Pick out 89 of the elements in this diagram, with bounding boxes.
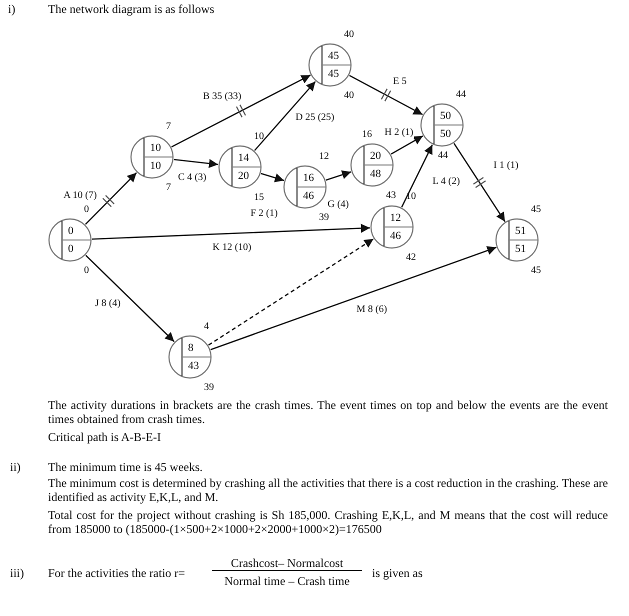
event-time: 20 — [238, 170, 249, 182]
event-time: 10 — [254, 131, 264, 142]
edge-label: A 10 (7) — [62, 190, 98, 201]
list-marker: iii) — [10, 566, 24, 580]
edge-label: C 4 (3) — [177, 172, 208, 183]
edge-label: M 8 (6) — [356, 304, 388, 315]
arrow — [401, 144, 433, 208]
event-circle — [218, 145, 262, 189]
event-time: 51 — [515, 225, 526, 237]
event-time: 46 — [303, 190, 314, 202]
event-time: 16 — [362, 129, 372, 140]
event-time: 44 — [456, 89, 466, 100]
edge-label: L 4 (2) — [432, 176, 461, 187]
event-time: 20 — [370, 150, 381, 162]
arrow — [260, 172, 284, 182]
dashed-arrow — [208, 238, 374, 346]
edge-label: D 25 (25) — [294, 112, 336, 123]
edge-label: E 5 — [392, 76, 408, 87]
event-circle — [168, 335, 212, 379]
event-time: 42 — [406, 252, 416, 263]
text: Total cost for the project without crashing is Sh 185,000. Crashing E,K,L, and M means that the cost will reduce from 185000 to (185000-(1×500+2×1000+2×2000+1000×2)=176500 — [48, 508, 608, 536]
event-time: 43 — [188, 360, 199, 372]
event-circle — [130, 135, 174, 179]
event-time: 40 — [344, 29, 354, 40]
arrow — [92, 224, 370, 240]
edge-label: G (4) — [326, 199, 350, 210]
text: Critical path is A-B-E-I — [48, 430, 161, 444]
text: For the activities the ratio r= — [48, 566, 186, 580]
arrow — [390, 135, 424, 155]
text: is given as — [372, 566, 423, 580]
event-time: 48 — [370, 168, 381, 180]
arrow — [174, 158, 218, 168]
event-circle — [308, 43, 352, 87]
edge-label: J 8 (4) — [94, 298, 122, 309]
arrow — [171, 74, 311, 148]
fraction-numerator: Crashcost– Normalcost — [212, 556, 362, 571]
arrow — [453, 143, 506, 222]
event-circle — [48, 218, 92, 262]
event-circle — [350, 143, 394, 187]
text: The network diagram is as follows — [48, 2, 214, 16]
event-time: 4 — [204, 321, 209, 332]
list-marker: i) — [8, 2, 16, 16]
event-time: 14 — [238, 152, 249, 164]
event-time: 51 — [515, 243, 526, 255]
event-time: 10 — [150, 160, 161, 172]
arrow — [210, 246, 497, 350]
event-time: 45 — [328, 68, 339, 80]
edge-label: I 1 (1) — [492, 160, 520, 171]
event-time: 50 — [440, 110, 451, 122]
event-time: 0 — [68, 225, 74, 237]
event-circle — [370, 205, 414, 249]
text: The activity durations in brackets are the crash times. The event times on top and below the events are the event times obtained from crash times. — [48, 398, 608, 426]
arrow — [85, 254, 175, 342]
event-time: 39 — [319, 212, 329, 223]
event-time: 43 — [386, 190, 396, 201]
event-time: 12 — [390, 212, 401, 224]
event-time: 7 — [166, 182, 171, 193]
event-time: 0 — [84, 265, 89, 276]
event-time: 7 — [166, 121, 171, 132]
event-time: 45 — [531, 265, 541, 276]
fraction-denominator: Normal time – Crash time — [223, 574, 351, 588]
event-time: 0 — [68, 243, 74, 255]
event-time: 39 — [204, 382, 214, 393]
event-time: 16 — [303, 172, 314, 184]
text: The minimum time is 45 weeks. — [48, 460, 203, 474]
event-time: 12 — [319, 151, 329, 162]
event-time: 45 — [328, 50, 339, 62]
event-time: 45 — [531, 204, 541, 215]
arrow — [349, 74, 423, 116]
event-time: 40 — [344, 90, 354, 101]
event-time: 50 — [440, 128, 451, 140]
arrow — [85, 172, 137, 225]
text: The minimum cost is determined by crashing all the activities that there is a cost reduction in the crashing. These are identified as activity E,K,L, and M. — [48, 476, 608, 504]
event-time: 15 — [254, 192, 264, 203]
edge-label: B 35 (33) — [202, 91, 242, 102]
arrow — [326, 170, 352, 181]
arrow — [254, 81, 316, 151]
event-circle — [420, 103, 464, 147]
event-circle — [495, 218, 539, 262]
event-time: 44 — [438, 150, 448, 161]
edge-label: F 2 (1) — [250, 208, 279, 219]
edge-label: H 2 (1) — [384, 127, 414, 138]
list-marker: ii) — [10, 460, 21, 474]
event-circle — [283, 165, 327, 209]
event-time: 46 — [390, 230, 401, 242]
edge-label: K 12 (10) — [212, 242, 252, 253]
event-time: 10 — [150, 142, 161, 154]
event-time: 8 — [188, 342, 194, 354]
event-time: 0 — [84, 204, 89, 215]
